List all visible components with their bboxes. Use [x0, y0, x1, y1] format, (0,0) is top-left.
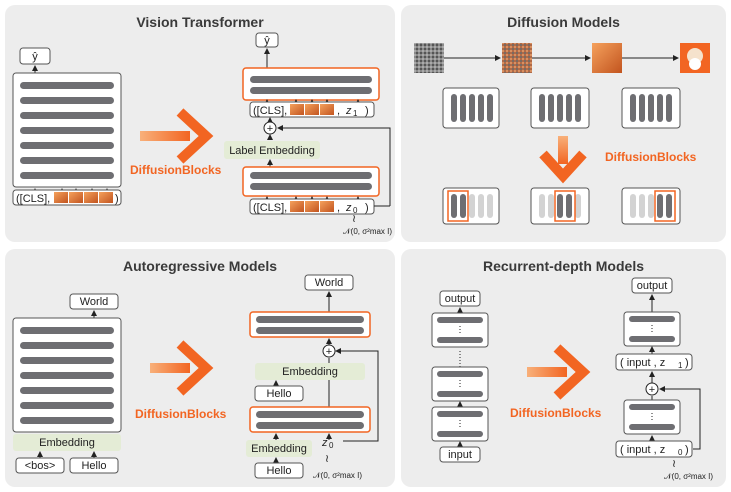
ar-method-label: DiffusionBlocks — [135, 407, 227, 421]
svg-text:): ) — [365, 202, 369, 214]
ar-right-embedding-bottom-box — [246, 440, 312, 457]
panel-title-diffusion-models: Diffusion Models — [507, 14, 620, 30]
vit-right-yhat-label: ŷ — [264, 35, 270, 47]
vit-right-block-top — [242, 67, 380, 101]
rd-left-stack: output input — [431, 290, 489, 463]
vit-left-patch-3 — [84, 192, 98, 203]
rd-add-icon — [645, 382, 659, 396]
vit-left-cls-token: ([CLS], — [16, 193, 50, 205]
svg-text:+: + — [649, 384, 655, 396]
vit-left-patch-4 — [99, 192, 113, 203]
ar-right-input-bottom-box — [254, 462, 304, 479]
vit-left-patch-2 — [69, 192, 83, 203]
diffusion-images — [414, 43, 710, 73]
vit-left-layers — [20, 82, 114, 179]
rd-right-output: output — [637, 280, 668, 292]
vit-label-embedding-box — [224, 141, 320, 159]
ar-right-embedding-top-box — [255, 363, 365, 380]
rd-input-z1: ( input , z — [620, 357, 665, 369]
vit-label-embedding: Label Embedding — [229, 145, 315, 157]
rd-input-z0-box — [615, 440, 693, 458]
ar-z0: z — [321, 437, 328, 449]
svg-text:): ) — [685, 444, 689, 456]
ar-right-input-top-box — [254, 385, 304, 402]
ar-right-output: World — [315, 277, 344, 289]
vit-left-cls-close: ) — [115, 193, 119, 205]
svg-text:≀: ≀ — [325, 453, 329, 465]
vit-right-z1-cls: ([CLS], — [253, 105, 287, 117]
svg-text:): ) — [685, 357, 689, 369]
ar-right-stack: World + Embedding Hello Embedding z 0 He… — [246, 274, 379, 480]
vit-right-stack: ŷ ([CLS], , z 1 ) + Label Embedding — [224, 32, 392, 236]
rd-input-z0: ( input , z — [620, 444, 665, 456]
rd-left-input: input — [448, 449, 472, 461]
rd-method-label: DiffusionBlocks — [510, 406, 602, 420]
svg-text:): ) — [365, 105, 369, 117]
ar-left-input-box — [69, 457, 119, 474]
svg-text:([CLS],: ([CLS], — [253, 202, 287, 214]
svg-text:0: 0 — [678, 448, 683, 457]
vit-noise-label: 𝒩(0, σ²max I) — [343, 227, 392, 236]
vit-right-block-bottom — [242, 166, 380, 197]
svg-text:≀: ≀ — [352, 213, 356, 225]
diffusion-down-arrow-icon — [539, 136, 587, 184]
ar-left-stack: World Embedding <bos> Hello — [12, 293, 122, 474]
ar-left-output-box — [69, 293, 119, 310]
vit-transform-arrow-icon — [140, 108, 214, 164]
vit-add-icon — [263, 121, 277, 135]
svg-text:,: , — [337, 202, 340, 214]
svg-text:+: + — [267, 123, 273, 135]
ar-right-embedding-top: Embedding — [282, 366, 338, 378]
svg-text:,: , — [337, 105, 340, 117]
svg-text:≀: ≀ — [672, 458, 676, 470]
rd-noise-label: 𝒩(0, σ²max I) — [664, 472, 713, 481]
ar-left-embedding-box — [13, 434, 121, 451]
diffusion-block-networks — [442, 187, 681, 225]
rd-right-output-box — [631, 277, 673, 294]
diffusion-partial-image-1 — [502, 43, 532, 73]
ar-right-embedding-bottom: Embedding — [251, 443, 307, 455]
vit-left-yhat-label: ŷ — [32, 51, 38, 63]
rd-transform-arrow-icon — [527, 344, 591, 400]
vit-method-label: DiffusionBlocks — [130, 163, 222, 177]
ar-right-output-box — [304, 274, 354, 291]
rd-input-z1-box — [615, 353, 693, 371]
diffusion-method-label: DiffusionBlocks — [605, 150, 697, 164]
vit-right-z1-sub: 1 — [353, 109, 358, 118]
ar-bos: <bos> — [25, 460, 56, 472]
ar-bos-box — [15, 457, 65, 474]
vit-right-z1: z — [345, 105, 352, 117]
panel-title-autoregressive-models: Autoregressive Models — [122, 258, 278, 274]
panel-title-recurrent-depth-models: Recurrent-depth Models — [482, 258, 644, 274]
rd-left-input-box — [439, 446, 481, 463]
ar-right-input-top: Hello — [266, 388, 291, 400]
vit-left-stack: ŷ ([CLS], ) — [12, 47, 122, 206]
ar-left-embedding: Embedding — [39, 437, 95, 449]
vit-right-z0-sub: 0 — [353, 206, 358, 215]
vit-left-yhat-box — [19, 47, 51, 65]
ar-z0-sub: 0 — [329, 441, 334, 450]
rd-right-stack: output ( input , z 1 ) + ( input , z 0 )… — [615, 277, 713, 481]
vit-right-yhat-box — [255, 32, 279, 48]
svg-text:1: 1 — [678, 361, 683, 370]
ar-transform-arrow-icon — [150, 340, 214, 396]
vit-right-z0: z — [345, 202, 352, 214]
svg-text:+: + — [326, 346, 332, 358]
ar-left-input: Hello — [81, 460, 106, 472]
ar-noise-label: 𝒩(0, σ²max I) — [313, 471, 362, 480]
diffusion-noise-image — [414, 43, 444, 73]
rd-left-output-box — [439, 290, 481, 307]
diffusion-partial-image-2 — [592, 43, 622, 73]
panel-title-vision-transformer: Vision Transformer — [136, 14, 264, 30]
rd-left-output: output — [445, 293, 476, 305]
diffusion-full-networks — [442, 87, 681, 129]
ar-right-input-bottom: Hello — [266, 465, 291, 477]
vit-left-patch-1 — [54, 192, 68, 203]
ar-left-output: World — [80, 296, 109, 308]
